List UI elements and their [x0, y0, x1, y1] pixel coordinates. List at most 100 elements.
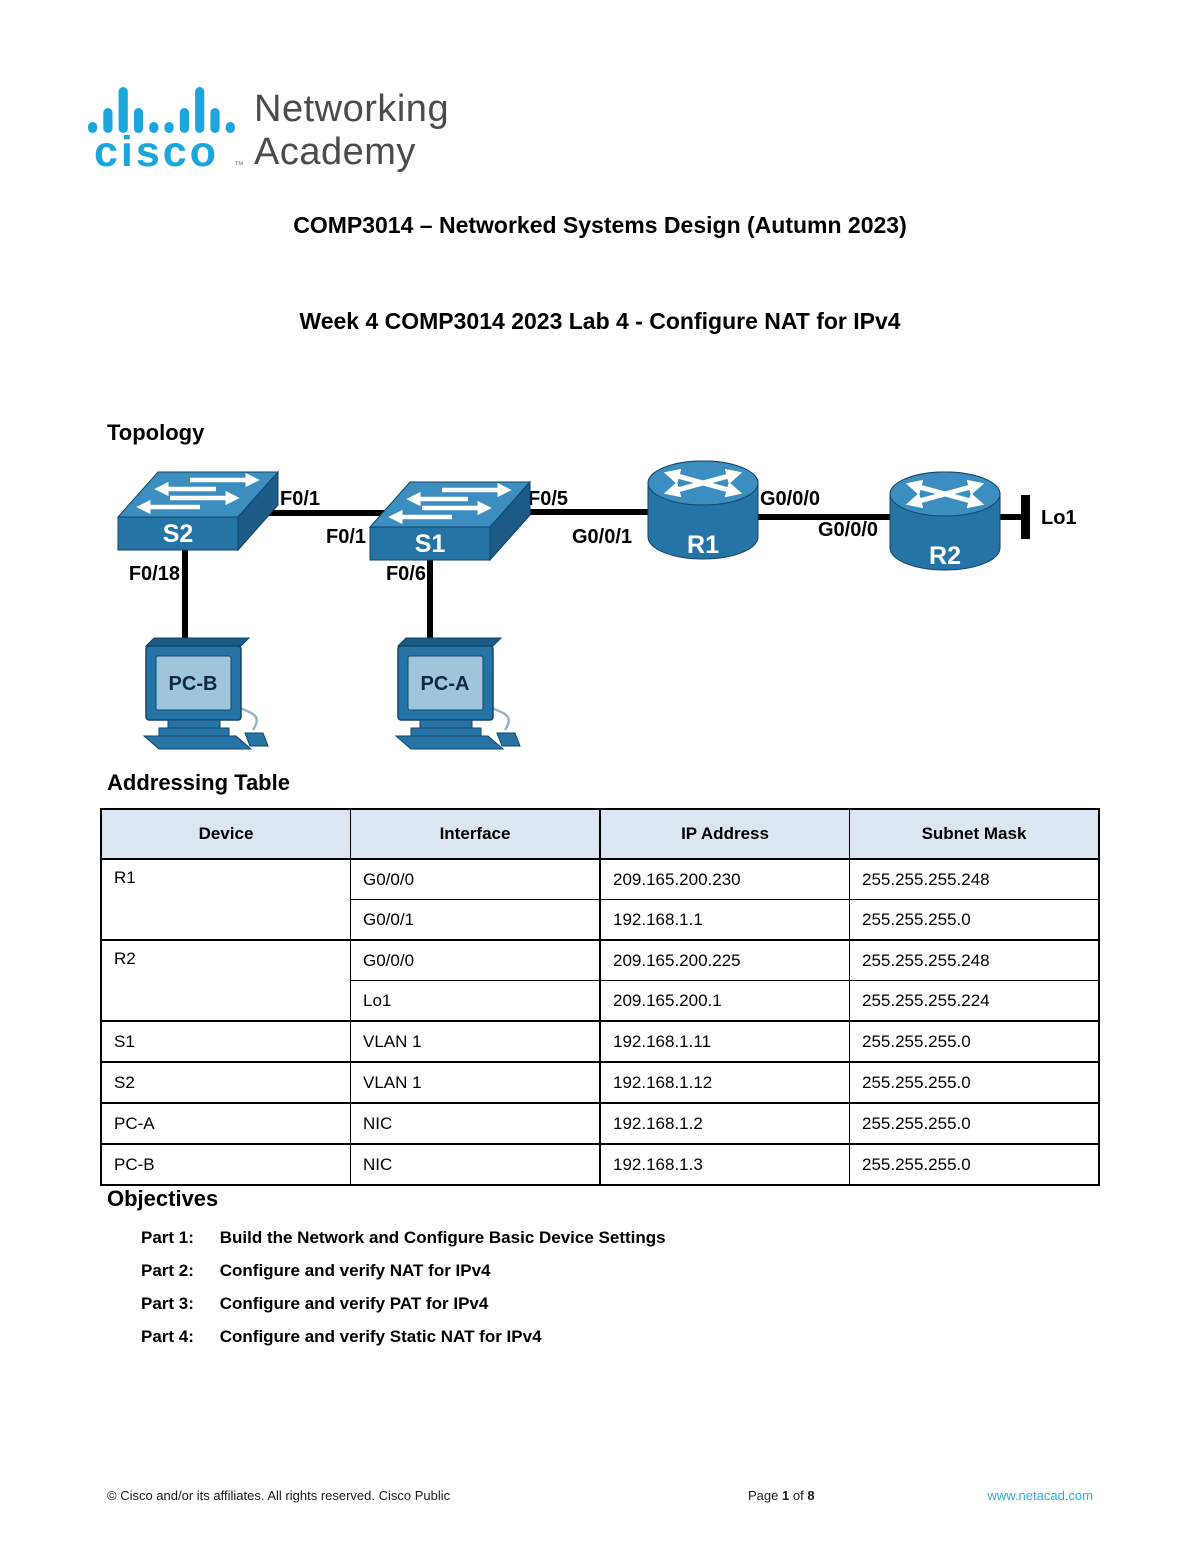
- table-row: Lo1 209.165.200.1 255.255.255.224: [101, 980, 1100, 1022]
- objective-text: Configure and verify Static NAT for IPv4: [219, 1327, 542, 1346]
- page-number: 1: [782, 1488, 790, 1503]
- mouse-icon: [244, 732, 269, 747]
- network-topology-diagram: F0/1 F0/1 F0/5 G0/0/1 G0/0/0 G0/0/0 Lo1 …: [116, 460, 1077, 750]
- page-label: Page: [748, 1488, 779, 1503]
- router-arrows-icon: [663, 468, 743, 498]
- academy-line-2: Academy: [254, 131, 416, 173]
- port-label-r2-lo1: Lo1: [1041, 507, 1077, 529]
- objective-part-label: Part 3:: [141, 1294, 194, 1313]
- table-row: R1 G0/0/0 209.165.200.230 255.255.255.24…: [100, 858, 1100, 941]
- switch-arrows-icon: [388, 482, 512, 525]
- pc-icon: [142, 637, 269, 750]
- mask-cell: 255.255.255.224: [849, 980, 1100, 1022]
- router-arrows-icon: [905, 479, 985, 509]
- table-row: PC-A NIC 192.168.1.2 255.255.255.0: [100, 1102, 1100, 1145]
- ip-cell: 192.168.1.2: [599, 1102, 850, 1145]
- objectives-heading: Objectives: [107, 1186, 219, 1211]
- objective-text: Build the Network and Configure Basic De…: [219, 1228, 666, 1247]
- addressing-table-heading: Addressing Table: [107, 770, 290, 795]
- pc-a: PC-A: [394, 637, 521, 750]
- addressing-table: Device Interface IP Address Subnet Mask …: [100, 808, 1100, 1186]
- mask-cell: 255.255.255.0: [849, 1143, 1100, 1186]
- device-cell: PC-B: [100, 1143, 351, 1186]
- interface-cell: VLAN 1: [350, 1061, 601, 1104]
- device-cell: R1: [100, 858, 351, 941]
- column-header-subnet-mask: Subnet Mask: [849, 808, 1100, 860]
- port-label-r1-g001: G0/0/1: [572, 526, 632, 548]
- port-label-s1-f01: F0/1: [326, 526, 366, 548]
- router-icon: [647, 460, 759, 560]
- table-row: G0/0/1 192.168.1.1 255.255.255.0: [101, 899, 1100, 941]
- course-title: COMP3014 – Networked Systems Design (Aut…: [293, 212, 907, 238]
- mouse-icon: [496, 732, 521, 747]
- objectives-list: Part 1: Build the Network and Configure …: [141, 1226, 666, 1358]
- port-label-r2-g000: G0/0/0: [818, 519, 878, 541]
- port-label-s2-f01: F0/1: [280, 488, 320, 510]
- academy-line-1: Networking: [254, 88, 450, 130]
- page-indicator: Page 1 of 8: [748, 1488, 815, 1503]
- cisco-wordmark: cisco: [94, 128, 219, 176]
- ip-cell: 192.168.1.1: [599, 899, 850, 941]
- column-header-device: Device: [100, 808, 351, 860]
- ip-cell: 209.165.200.225: [599, 939, 850, 981]
- switch-arrows-icon: [136, 472, 260, 515]
- interface-cell: VLAN 1: [350, 1020, 601, 1063]
- objective-part-label: Part 2:: [141, 1261, 194, 1280]
- netacad-link[interactable]: www.netacad.com: [987, 1488, 1094, 1503]
- device-label-pc-b: PC-B: [169, 673, 218, 695]
- device-cell: R2: [100, 939, 351, 1022]
- table-row: R2 G0/0/0 209.165.200.225 255.255.255.24…: [100, 939, 1100, 1022]
- table-row: PC-B NIC 192.168.1.3 255.255.255.0: [100, 1143, 1100, 1186]
- interface-cell: G0/0/1: [350, 899, 601, 941]
- copyright-text: © Cisco and/or its affiliates. All right…: [107, 1488, 451, 1503]
- topology-heading: Topology: [107, 420, 205, 445]
- switch-s2: S2: [116, 470, 280, 552]
- of-label: of: [792, 1488, 804, 1503]
- switch-s1: S1: [368, 480, 532, 562]
- interface-cell: Lo1: [350, 980, 601, 1022]
- column-header-ip-address: IP Address: [599, 808, 850, 860]
- column-header-interface: Interface: [350, 808, 601, 860]
- ip-cell: 192.168.1.11: [599, 1020, 850, 1063]
- router-icon: [889, 471, 1001, 571]
- device-label-pc-a: PC-A: [421, 673, 470, 695]
- objective-item: Part 1: Build the Network and Configure …: [141, 1226, 666, 1259]
- pc-b: PC-B: [142, 637, 269, 750]
- objective-part-label: Part 1:: [141, 1228, 194, 1247]
- loopback-terminator-icon: [1021, 495, 1030, 539]
- port-label-s1-f05: F0/5: [528, 488, 568, 510]
- objective-item: Part 2: Configure and verify NAT for IPv…: [141, 1259, 666, 1292]
- router-r2: R2: [889, 471, 1001, 571]
- table-header-row: Device Interface IP Address Subnet Mask: [100, 808, 1100, 860]
- device-cell: S1: [100, 1020, 351, 1063]
- pc-icon: [394, 637, 521, 750]
- mask-cell: 255.255.255.0: [849, 899, 1100, 941]
- cisco-bridge-bars-icon: [88, 87, 235, 133]
- objective-text: Configure and verify NAT for IPv4: [219, 1261, 491, 1280]
- device-label-r2: R2: [929, 542, 961, 570]
- device-label-s1: S1: [415, 530, 446, 558]
- ip-cell: 209.165.200.1: [599, 980, 850, 1022]
- objective-item: Part 3: Configure and verify PAT for IPv…: [141, 1292, 666, 1325]
- port-label-s1-f06: F0/6: [386, 563, 426, 585]
- ip-cell: 192.168.1.3: [599, 1143, 850, 1186]
- port-label-r1-g000: G0/0/0: [760, 488, 820, 510]
- ip-cell: 209.165.200.230: [599, 858, 850, 900]
- switch-icon: [116, 470, 280, 552]
- interface-cell: G0/0/0: [350, 858, 601, 900]
- port-label-s2-f018: F0/18: [129, 563, 180, 585]
- table-row: S1 VLAN 1 192.168.1.11 255.255.255.0: [100, 1020, 1100, 1063]
- trademark-symbol: ™: [234, 160, 244, 171]
- mask-cell: 255.255.255.0: [849, 1102, 1100, 1145]
- objective-item: Part 4: Configure and verify Static NAT …: [141, 1325, 666, 1358]
- lab-title: Week 4 COMP3014 2023 Lab 4 - Configure N…: [299, 308, 901, 334]
- page-total: 8: [807, 1488, 815, 1503]
- interface-cell: NIC: [350, 1102, 601, 1145]
- mask-cell: 255.255.255.248: [849, 939, 1100, 981]
- mask-cell: 255.255.255.0: [849, 1061, 1100, 1104]
- device-label-s2: S2: [163, 520, 194, 548]
- switch-icon: [368, 480, 532, 562]
- mask-cell: 255.255.255.248: [849, 858, 1100, 900]
- interface-cell: NIC: [350, 1143, 601, 1186]
